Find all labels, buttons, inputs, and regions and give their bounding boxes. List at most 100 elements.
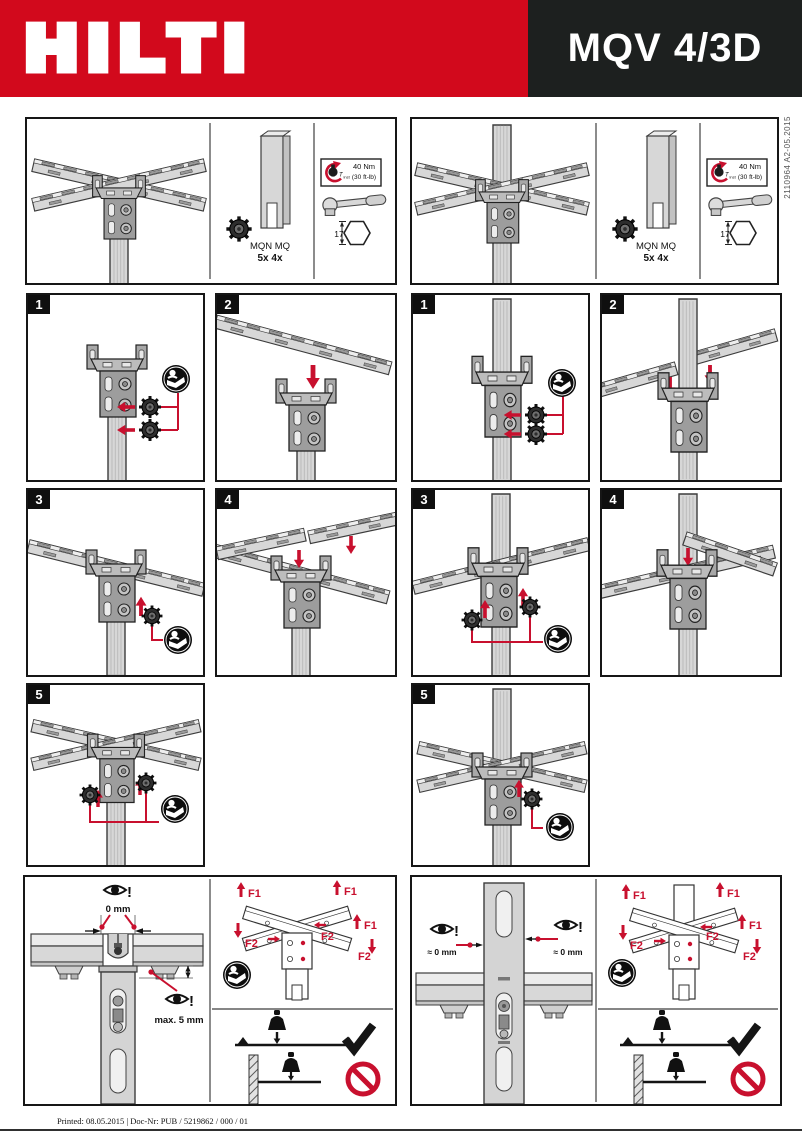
f2-arrow-icon (233, 923, 243, 938)
header-product-band: MQV 4/3D (528, 0, 802, 97)
step-panel-right-5: 5 (411, 683, 590, 867)
step-right-4-drawing (602, 492, 778, 675)
post (492, 238, 512, 283)
print-reference-note: 2110964 A2-05.2015 (783, 116, 792, 199)
parts-label: MQN MQ (636, 241, 676, 252)
step-left-3-drawing (28, 539, 203, 675)
f2-label: F2 (630, 940, 643, 952)
mqn-nut-icon (224, 214, 254, 244)
step-badge: 3 (413, 490, 435, 509)
mqn-nut-icon (520, 787, 544, 811)
header-brand-band: HILTI (0, 0, 528, 97)
torque-value: 40 Nm (353, 162, 375, 171)
lower-arrow-icon (306, 365, 320, 389)
post (492, 124, 512, 190)
prohibited-icon (733, 1064, 763, 1094)
post (106, 796, 126, 865)
mqn-nut-icon (518, 595, 542, 619)
hilti-logo: HILTI (24, 16, 256, 82)
f2-label: F2 (358, 951, 371, 963)
socket-wrench-icon (322, 193, 387, 217)
load-rules-diagram (620, 1010, 763, 1104)
torque-symbol-sub: inst (344, 175, 351, 180)
prohibited-icon (348, 1064, 378, 1094)
parts-label: MQN MQ (250, 241, 290, 252)
load-rules-diagram (235, 1010, 378, 1104)
overview-left-drawing: MQN MQ 5x 4x T inst 40 Nm (30 ft-lb) 17 (31, 123, 387, 283)
load-weight-icon (667, 1052, 685, 1072)
force-diagram: F1 F1 F1 F2 F2 F2 (233, 880, 377, 1001)
step-badge: 4 (602, 490, 624, 509)
step-panel-right-2: 2 (600, 293, 782, 482)
f2-arrow-icon (618, 925, 628, 940)
step-panel-left-4: 4 (215, 488, 397, 677)
svg-text:inst: inst (730, 175, 737, 180)
hex-size-label: 17 (720, 229, 730, 239)
hilti-logo-text: HILTI (26, 16, 256, 82)
f1-arrow-icon (236, 882, 246, 897)
step-left-2-drawing (217, 314, 393, 480)
channel-beam (689, 328, 779, 366)
post (107, 408, 127, 480)
svg-text:T: T (725, 173, 730, 179)
read-manual-icon (222, 960, 252, 990)
f1-label: F1 (344, 886, 357, 898)
load-weight-icon (653, 1010, 671, 1030)
post (106, 617, 126, 675)
step-right-1-drawing (471, 297, 577, 480)
step-panel-left-2: 2 (215, 293, 397, 482)
f1-arrow-icon (332, 880, 342, 895)
check-panel-right: ! ≈ 0 mm ! ≈ 0 mm F1 (410, 875, 782, 1106)
step-right-5-drawing (416, 687, 588, 865)
read-manual-icon (161, 364, 191, 394)
f1-label: F1 (749, 920, 762, 932)
f2-label: F2 (321, 931, 334, 943)
step-right-2-drawing (602, 297, 779, 480)
check-panel-left: ! 0 mm ! max. 5 mm (23, 875, 397, 1106)
step-right-3-drawing (413, 492, 588, 675)
check-right-drawing: ! ≈ 0 mm ! ≈ 0 mm F1 (415, 879, 778, 1104)
mqn-nut-icon (523, 402, 549, 428)
f2-label: F2 (743, 951, 756, 963)
overview-panel-right: MQN MQ 5x 4x T inst 40 Nm (30 ft-lb) 17 (410, 117, 779, 285)
parts-qty-label: 5x 4x (643, 253, 668, 264)
visual-check-icon (165, 993, 189, 1005)
lower-arrow-icon (345, 536, 357, 554)
step-badge: 2 (602, 295, 624, 314)
attention-mark: ! (578, 919, 583, 936)
torque-symbol: T (339, 173, 344, 179)
cross-section-drawing (415, 882, 593, 1104)
gap-max-label: max. 5 mm (154, 1015, 203, 1026)
f1-label: F1 (633, 890, 646, 902)
page-edge-line (0, 1129, 802, 1131)
cross-section-drawing (30, 915, 204, 1104)
load-weight-icon (268, 1010, 286, 1030)
mqn-nut-icon (137, 417, 163, 443)
step-panel-left-3: 3 (26, 488, 205, 677)
post (109, 234, 129, 283)
step-panel-left-1: 1 (26, 293, 205, 482)
f1-arrow-icon (715, 882, 725, 897)
torque-value: 40 Nm (739, 162, 761, 171)
step-panel-right-1: 1 (411, 293, 590, 482)
mqn-nut-icon (523, 421, 549, 447)
visual-check-icon (430, 923, 454, 935)
read-manual-icon (545, 812, 575, 842)
attention-mark: ! (454, 923, 459, 940)
step-left-5-drawing (30, 719, 202, 865)
torque-alt-value: (30 ft-lb) (738, 174, 762, 181)
torque-arrow-icon (711, 162, 728, 183)
force-diagram: F1 F1 F1 F2 F2 F2 (618, 882, 762, 1001)
f2-label: F2 (245, 938, 258, 950)
attention-mark: ! (127, 884, 132, 901)
parts-qty-label: 5x 4x (257, 253, 282, 264)
torque-arrow-icon (325, 162, 342, 183)
f1-arrow-icon (352, 914, 362, 929)
channel-beam (217, 527, 307, 561)
socket-wrench-icon (708, 193, 773, 217)
step-left-1-drawing (86, 344, 191, 480)
step-badge: 5 (413, 685, 435, 704)
attention-mark: ! (189, 993, 194, 1010)
f1-arrow-icon (621, 884, 631, 899)
